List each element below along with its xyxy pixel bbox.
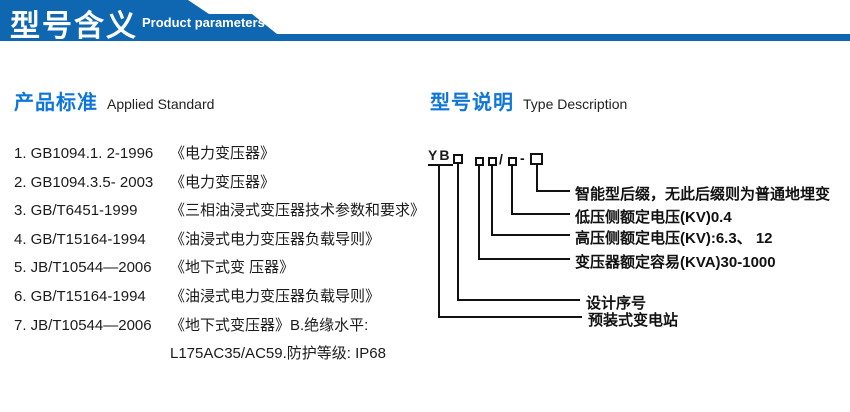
model-box-smart-suffix [530,153,543,165]
applied-standard-heading-zh: 产品标准 [14,92,98,114]
connector-line-v-lv [511,166,513,215]
connector-line-v-smart-suffix [536,165,538,192]
page-title: 型号含义 [10,10,138,43]
standard-row: 4. GB/T15164-1994 《油浸式电力变压器负载导则》 [14,226,434,255]
standard-title: 《油浸式电力变压器负载导则》 [170,287,381,305]
connector-line-h-design-serial [457,299,580,301]
diagram-label-lv-voltage: 低压侧额定电压(KV)0.4 [575,209,732,226]
connector-line-v-prefix [438,166,440,318]
connector-line-h-smart-suffix [536,190,570,192]
applied-standard-heading: 产品标准 Applied Standard [14,86,214,115]
type-description-heading-zh: 型号说明 [430,92,514,114]
connector-line-v-capacity [478,166,480,260]
model-box-lv [508,157,517,166]
standard-code: 1. GB1094.1. 2-1996 [14,145,154,162]
standard-title: 《地下式变 压器》 [170,259,295,277]
diagram-label-prefab-substation: 预装式变电站 [588,312,679,329]
standard-title: 《油浸式电力变压器负载导则》 [170,230,381,248]
page-subtitle: Product parameters [142,15,265,30]
standard-title: 《电力变压器》 [170,173,276,191]
standard-code: 5. JB/T10544—2006 [14,259,152,277]
diagram-label-design-serial: 设计序号 [586,295,647,312]
applied-standard-heading-en: Applied Standard [107,96,215,112]
standard-row-continuation: L175AC35/AC59.防护等级: IP68 [14,340,434,369]
diagram-label-hv-voltage: 高压侧额定电压(KV):6.3、 12 [575,230,773,247]
connector-line-h-capacity [478,258,570,260]
model-box-hv [488,157,497,166]
standard-code-empty [14,340,170,369]
model-box-capacity [475,157,484,166]
standard-continuation: L175AC35/AC59.防护等级: IP68 [170,345,386,363]
diagram-label-smart-suffix: 智能型后缀，无此后缀则为普通地埋变 [575,186,831,203]
standard-title: 《电力变压器》 [170,145,276,162]
standard-row: 6. GB/T15164-1994 《油浸式电力变压器负载导则》 [14,283,434,312]
standard-row: 2. GB1094.3.5- 2003 《电力变压器》 [14,169,434,198]
connector-line-h-prefix [438,316,582,318]
type-description-heading: 型号说明 Type Description [430,86,627,115]
standard-code: 7. JB/T10544—2006 [14,316,152,334]
standard-title: 《三相油浸式变压器技术参数和要求》 [170,202,426,220]
standard-row: 5. JB/T10544—2006 《地下式变 压器》 [14,254,434,283]
model-prefix: YB [428,147,454,166]
standard-row: 7. JB/T10544—2006 《地下式变压器》B.绝缘水平: [14,312,434,341]
standard-code: 2. GB1094.3.5- 2003 [14,173,154,191]
connector-line-h-lv [511,213,570,215]
standard-code: 3. GB/T6451-1999 [14,202,138,220]
standard-row: 3. GB/T6451-1999 《三相油浸式变压器技术参数和要求》 [14,197,434,226]
diagram-label-rated-capacity: 变压器额定容易(KVA)30-1000 [575,254,776,271]
dash-separator: - [520,150,525,166]
connector-line-h-hv [491,234,570,236]
type-description-heading-en: Type Description [523,96,628,112]
standard-title: 《地下式变压器》B.绝缘水平: [170,316,369,334]
connector-line-v-design-serial [457,164,459,301]
standard-row: 1. GB1094.1. 2-1996 《电力变压器》 [14,140,434,169]
connector-line-v-hv [491,166,493,236]
standard-code: 6. GB/T15164-1994 [14,287,146,305]
standards-list: 1. GB1094.1. 2-1996 《电力变压器》 2. GB1094.3.… [14,140,434,369]
model-box-design-serial [453,154,463,164]
standard-code: 4. GB/T15164-1994 [14,230,146,248]
slash-separator: / [499,151,503,167]
